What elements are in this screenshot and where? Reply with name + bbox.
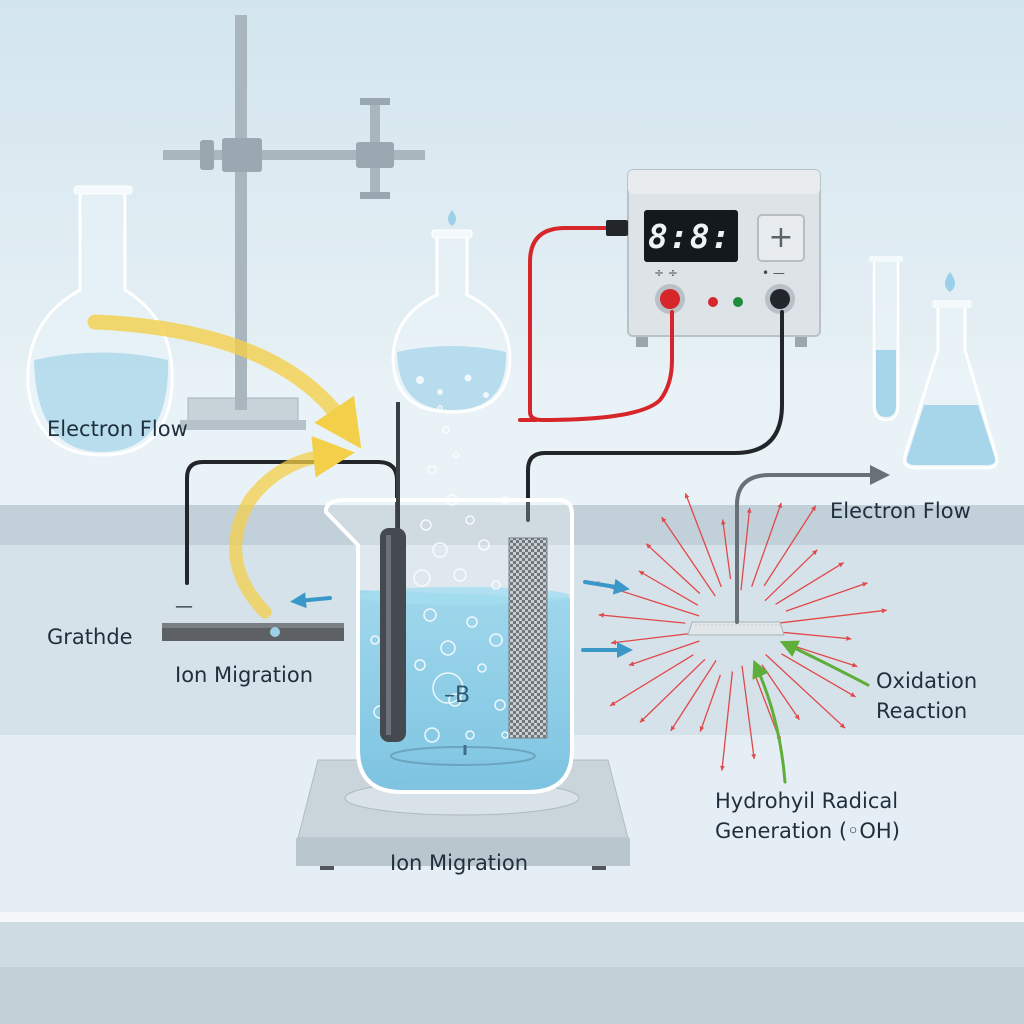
power-supply (627, 169, 821, 347)
burst-ray-tip (777, 502, 782, 509)
positive-terminal-label: ÷ ÷ (654, 266, 678, 280)
burst-ray-tip (851, 662, 858, 668)
burst-ray-tip (638, 571, 645, 576)
burst-ray-tip (794, 714, 800, 720)
burst-ray (741, 665, 755, 760)
retort-stand (163, 15, 425, 430)
burst-ray (661, 516, 716, 597)
burst-ray-tip (721, 519, 726, 525)
burst-ray-tip (670, 725, 676, 731)
burst-ray-tip (811, 505, 816, 511)
arrows (87, 314, 890, 784)
burst-ray-tip (646, 543, 652, 549)
oxidation-line-2: Reaction (876, 699, 968, 723)
burst-ray (751, 502, 782, 587)
burst-ray-tip (839, 723, 846, 729)
burst-ray (610, 632, 692, 644)
burst-ray-tip (598, 612, 604, 618)
burst-ray (764, 549, 818, 602)
test-tube (869, 256, 903, 422)
graphite-plate (162, 623, 344, 641)
burst-ray-tip (838, 562, 844, 568)
burst-ray (609, 654, 694, 707)
burst-ray-tip (846, 635, 852, 641)
ion-migration-label-bottom: Ion Migration (390, 851, 529, 875)
burst-ray-tip (628, 661, 635, 667)
burst-ray (638, 570, 699, 606)
burst-ray (776, 631, 852, 640)
burst-ray-tip (862, 582, 868, 587)
round-bottom-flask-middle (391, 210, 512, 414)
burst-ray (598, 614, 686, 624)
burst-ray (765, 654, 846, 729)
burst-ray (699, 674, 722, 732)
burst-ray (722, 519, 732, 580)
catalyst-plate (687, 621, 785, 636)
grathde-label: Grathde (47, 625, 133, 649)
burst-ray-tip (661, 517, 667, 523)
burst-ray-tip (639, 717, 646, 723)
electrodes (380, 402, 548, 742)
burst-ray (775, 562, 845, 605)
burst-ray (721, 671, 734, 771)
bubbles (370, 405, 509, 743)
burst-ray-tip (684, 493, 690, 499)
burst-ray-tip (850, 692, 856, 697)
burst-ray (639, 658, 706, 723)
burst-ray-tip (699, 726, 705, 732)
burst-ray-tip (881, 608, 887, 614)
electron-flow-label-right: Electron Flow (830, 499, 971, 523)
power-plus-button[interactable]: + (768, 220, 794, 255)
burst-ray (740, 507, 751, 591)
burst-ray (776, 609, 887, 624)
hydroxyl-line-1: Hydrohyil Radical (715, 789, 899, 813)
burst-ray (785, 582, 868, 612)
oxidation-line-1: Oxidation (876, 669, 978, 693)
burst-ray-tip (611, 639, 617, 645)
ion-migration-label-left: Ion Migration (175, 663, 314, 687)
beaker-mark-label: –B (444, 683, 471, 708)
hydroxyl-line-2: Generation (◦OH) (715, 819, 900, 843)
burst-ray (670, 660, 717, 732)
round-bottom-flask-left (26, 185, 174, 457)
burst-ray-tip (751, 754, 756, 759)
burst-ray (645, 543, 701, 594)
erlenmeyer-flask (903, 272, 999, 470)
burst-ray (763, 505, 817, 587)
burst-ray (628, 640, 700, 666)
hydroxyl-radical-label: Hydrohyil Radical Generation (◦OH) (715, 786, 900, 846)
electron-flow-label-left: Electron Flow (47, 417, 188, 441)
burst-ray (684, 492, 722, 588)
power-display-readout: 8:8: (648, 217, 732, 256)
burst-ray-tip (812, 549, 818, 555)
negative-terminal-label: • — (762, 266, 785, 280)
burst-ray-tip (746, 508, 752, 513)
burst-ray-tip (610, 701, 616, 706)
cathode-minus-sign: — (175, 596, 193, 617)
burst-ray-tip (720, 765, 725, 771)
oxidation-reaction-label: Oxidation Reaction (876, 666, 977, 726)
burst-ray (781, 653, 856, 698)
